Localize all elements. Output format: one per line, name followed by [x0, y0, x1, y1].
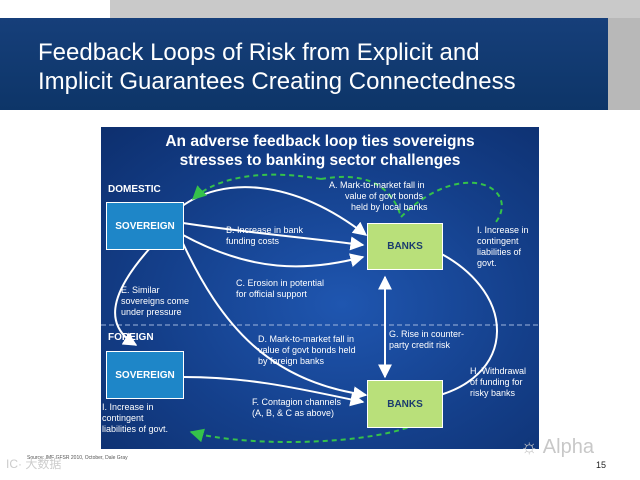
label-h-line-3: risky banks — [470, 388, 516, 398]
label-i-left-line-3: liabilities of govt. — [102, 424, 169, 434]
label-a: A. Mark-to-market fall in value of govt … — [329, 180, 428, 213]
domestic-label: DOMESTIC — [108, 184, 161, 195]
label-e: E. Similar sovereigns come under pressur… — [121, 285, 189, 318]
label-e-line-1: E. Similar — [121, 285, 160, 295]
sovereign-foreign-box: SOVEREIGN — [106, 351, 184, 399]
slide-title: Feedback Loops of Risk from Explicit and… — [38, 38, 598, 96]
label-i-right: I. Increase in contingent liabilities of… — [477, 225, 529, 269]
label-a-line-2: value of govt bonds — [345, 191, 424, 201]
label-h-line-1: H. Withdrawal — [470, 366, 527, 376]
label-d-line-1: D. Mark-to-market fall in — [258, 334, 355, 344]
label-f-line-1: F. Contagion channels — [252, 397, 342, 407]
label-i-right-line-4: govt. — [477, 258, 497, 268]
slide-title-line-2: Implicit Guarantees Creating Connectedne… — [38, 68, 516, 95]
label-b-line-2: funding costs — [226, 236, 280, 246]
label-i-left: I. Increase in contingent liabilities of… — [102, 402, 168, 435]
dashed-loop-domestic-top — [320, 175, 402, 218]
label-i-left-line-2: contingent — [102, 413, 144, 423]
label-i-left-line-1: I. Increase in — [102, 402, 154, 412]
label-b: B. Increase in bank funding costs — [226, 225, 303, 247]
title-bar — [0, 18, 608, 110]
label-i-right-line-3: liabilities of — [477, 247, 522, 257]
arrow-b — [182, 222, 365, 251]
label-h: H. Withdrawal of funding for risky banks — [470, 366, 526, 399]
watermark-right: ☼ Alpha — [520, 436, 594, 459]
label-e-line-3: under pressure — [121, 307, 182, 317]
label-g-line-1: G. Rise in counter- — [389, 329, 465, 339]
label-e-line-2: sovereigns come — [121, 296, 190, 306]
chat-bubble-icon: ☼ — [520, 436, 539, 458]
watermark-right-text: Alpha — [542, 436, 594, 458]
feedback-loop-diagram: An adverse feedback loop ties sovereigns… — [101, 127, 539, 449]
diagram-title-line-2: stresses to banking sector challenges — [179, 152, 461, 169]
label-i-right-line-1: I. Increase in — [477, 225, 529, 235]
diagram-title-line-1: An adverse feedback loop ties sovereigns — [165, 133, 475, 150]
label-b-line-1: B. Increase in bank — [226, 225, 304, 235]
label-a-line-1: A. Mark-to-market fall in — [329, 180, 425, 190]
top-grey-bar — [110, 0, 640, 18]
banks-foreign-box: BANKS — [367, 380, 443, 428]
label-h-line-2: of funding for — [470, 377, 523, 387]
foreign-label: FOREIGN — [108, 332, 154, 343]
label-a-line-3: held by local banks — [351, 202, 428, 212]
label-g-line-2: party credit risk — [389, 340, 451, 350]
label-f-line-2: (A, B, & C as above) — [252, 408, 335, 418]
watermark-left: IC· 大数据 — [6, 457, 62, 471]
label-f: F. Contagion channels (A, B, & C as abov… — [252, 397, 341, 419]
label-g: G. Rise in counter- party credit risk — [389, 329, 464, 351]
diagram-title: An adverse feedback loop ties sovereigns… — [101, 132, 539, 170]
page-number: 15 — [596, 460, 607, 470]
arrow-c — [182, 234, 365, 268]
arrow-d — [180, 238, 368, 401]
slide-title-line-1: Feedback Loops of Risk from Explicit and — [38, 39, 480, 66]
source-note: Source: IMF GFSR 2010, October, Dale Gra… — [27, 455, 128, 461]
right-grey-bar — [608, 18, 640, 110]
label-d-line-2: value of govt bonds held — [258, 345, 356, 355]
label-d: D. Mark-to-market fall in value of govt … — [258, 334, 356, 367]
label-i-right-line-2: contingent — [477, 236, 519, 246]
label-d-line-3: by foreign banks — [258, 356, 325, 366]
arrow-e — [114, 246, 152, 346]
sovereign-domestic-box: SOVEREIGN — [106, 202, 184, 250]
label-c-line-1: C. Erosion in potential — [236, 278, 325, 288]
banks-domestic-box: BANKS — [367, 223, 443, 270]
arrow-f — [182, 376, 365, 407]
label-c-line-2: for official support — [236, 289, 307, 299]
label-c: C. Erosion in potential for official sup… — [236, 278, 324, 300]
dashed-loop-domestic — [193, 173, 503, 223]
arrow-h — [421, 246, 498, 404]
